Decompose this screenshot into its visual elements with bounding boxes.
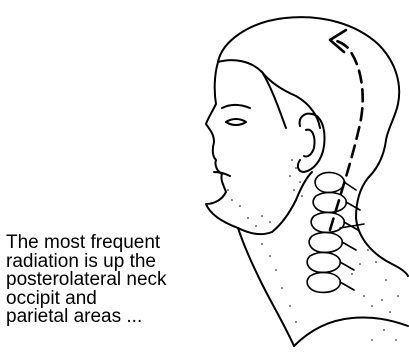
caption-line: posterolateral neck [6,271,206,290]
neck-back [356,140,408,276]
neck-front [238,228,294,346]
jawline [272,172,312,232]
ear-inner [304,130,315,157]
caption: The most frequent radiation is up the po… [6,234,206,327]
sideburn [262,72,286,128]
shoulder [294,317,408,346]
eyebrow [222,105,250,108]
caption-line: parietal areas ... [6,308,206,327]
hairline [218,60,320,128]
eye [226,119,246,125]
caption-line: The most frequent [6,234,206,253]
cervical-spine [307,173,364,293]
face-profile [206,62,272,234]
ear [298,114,325,172]
